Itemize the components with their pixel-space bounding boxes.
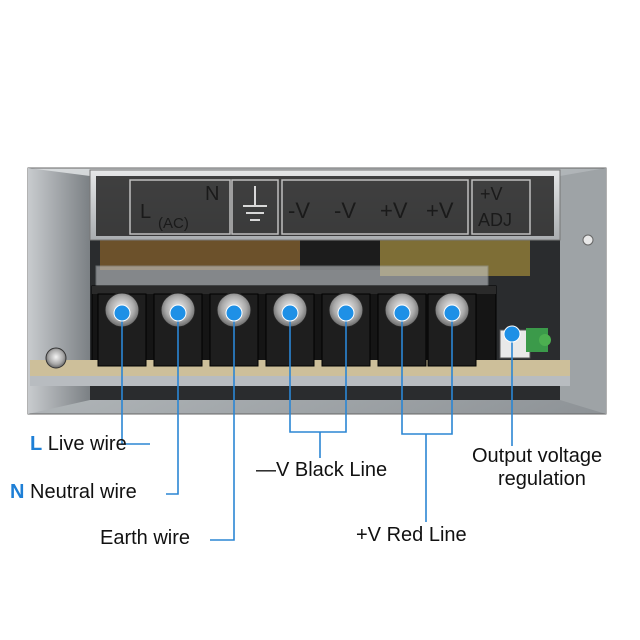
live-letter: L xyxy=(30,433,43,455)
callout-guides xyxy=(121,316,513,541)
callout-dot xyxy=(169,304,187,322)
terminal-mark: +V xyxy=(380,198,408,223)
callout-dot xyxy=(443,304,461,322)
guide-earth xyxy=(210,316,235,541)
guide-minus-v-bracket xyxy=(289,316,347,433)
minus-v-text: —V Black Line xyxy=(256,459,388,481)
live-wire-label: L Live wire xyxy=(30,434,127,454)
callout-dot xyxy=(113,304,131,322)
ac-label: (AC) xyxy=(158,215,189,232)
callout-dot xyxy=(281,304,299,322)
guide-neutral xyxy=(166,316,179,495)
neutral-text: Neutral wire xyxy=(30,481,137,503)
plus-v-text: +V Red Line xyxy=(356,524,467,546)
adj-label: ADJ xyxy=(478,210,512,230)
terminal-mark: -V xyxy=(334,198,356,223)
adj-label-line1: Output voltage xyxy=(472,446,602,466)
callout-dot xyxy=(225,304,243,322)
adj-text-2: regulation xyxy=(498,468,586,490)
terminal-screws xyxy=(97,292,477,367)
earth-symbol-icon xyxy=(243,186,267,221)
earth-text: Earth wire xyxy=(100,527,191,549)
terminal-mark: -V xyxy=(288,198,310,223)
top-cover xyxy=(89,169,561,241)
callout-dot xyxy=(393,304,411,322)
neutral-letter: N xyxy=(10,481,25,503)
terminal-mark: +V xyxy=(426,198,454,223)
l-symbol: L xyxy=(140,201,151,223)
guide-plus-v-bracket xyxy=(401,316,453,435)
earth-wire-label: Earth wire xyxy=(100,528,190,548)
mount-screw-icon xyxy=(45,347,67,369)
minus-v-label: —V Black Line xyxy=(256,460,387,480)
live-text: Live wire xyxy=(47,433,127,455)
neutral-wire-label: N Neutral wire xyxy=(10,482,137,502)
adj-plus: +V xyxy=(480,184,503,204)
adj-label-line2: regulation xyxy=(498,469,586,489)
panel-markings: L N (AC) -V -V +V +V +V ADJ xyxy=(129,179,531,235)
callout-dot xyxy=(503,325,521,343)
adj-text-1: Output voltage xyxy=(472,445,603,467)
plus-v-label: +V Red Line xyxy=(356,525,467,545)
n-symbol: N xyxy=(205,183,219,205)
callout-markers xyxy=(113,304,521,343)
callout-dot xyxy=(337,304,355,322)
guide-live xyxy=(121,316,150,445)
